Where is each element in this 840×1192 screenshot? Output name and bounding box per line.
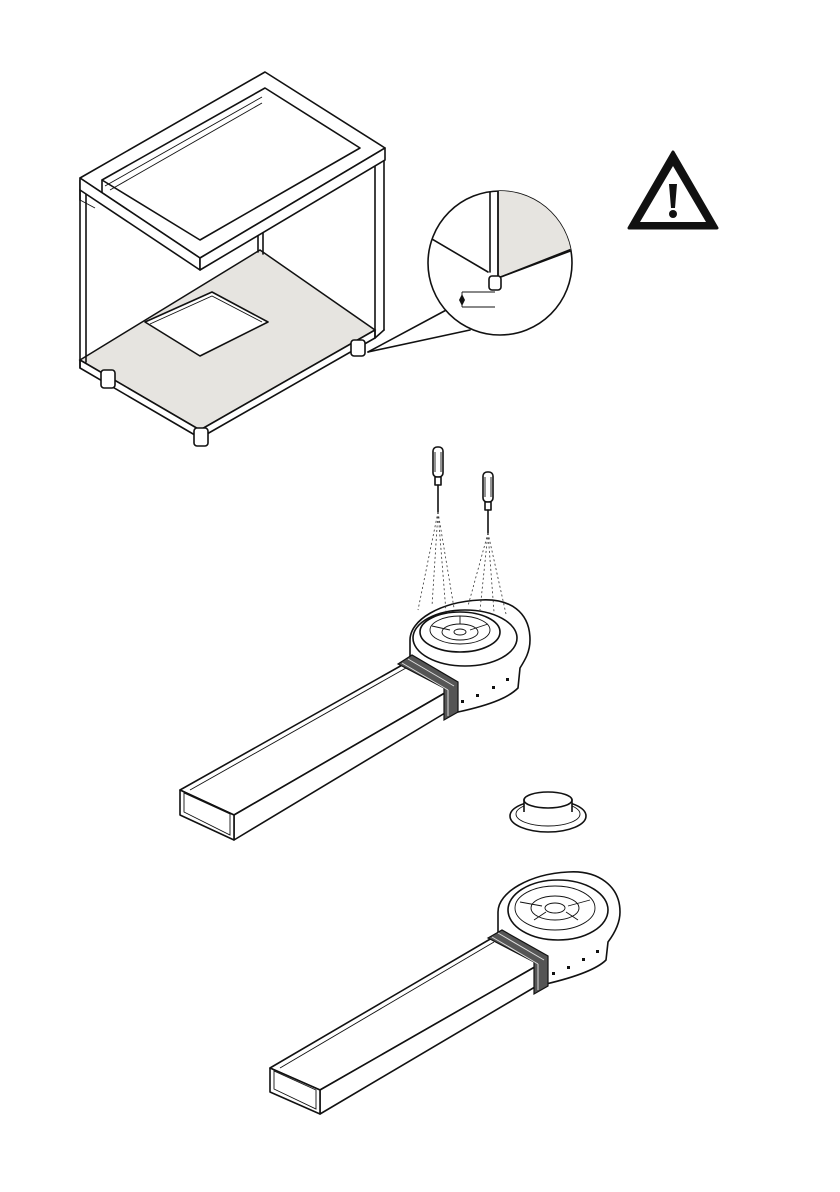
inlet-ring-removed: [510, 792, 586, 832]
fan-open-inlet: [508, 880, 608, 940]
fan-duct-assembly-top: [180, 447, 530, 840]
duct-top-face: [180, 664, 450, 815]
screwdriver-left: [433, 447, 443, 512]
leveling-foot-detail: [420, 190, 600, 335]
cabinet: [80, 72, 470, 446]
warning-triangle-icon: [629, 152, 717, 228]
fan-duct-assembly-bottom: [270, 872, 620, 1114]
duct-top-face-2: [270, 938, 540, 1090]
screw-guide-lines: [418, 512, 506, 614]
screwdriver-right: [483, 472, 493, 533]
